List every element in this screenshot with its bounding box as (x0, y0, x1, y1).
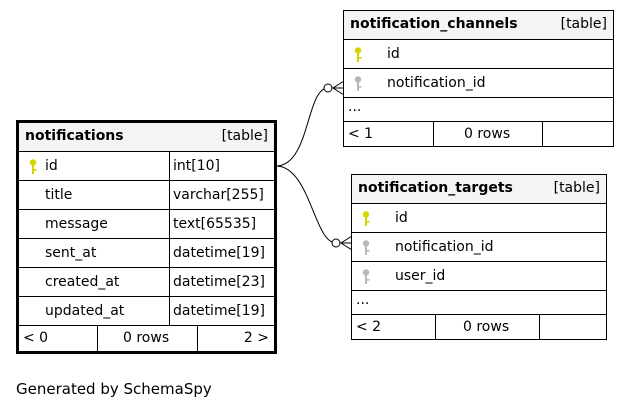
table-kind-label: [table] (560, 16, 607, 32)
primary-key-icon (354, 47, 362, 62)
more-columns-row: ... (352, 291, 606, 315)
table-footer: < 0 0 rows 2 > (19, 326, 274, 351)
children-count: 2 > (243, 330, 269, 346)
column-type: datetime[19] (173, 245, 265, 261)
column-row-id: id int[10] (19, 152, 274, 181)
column-type: datetime[23] (173, 274, 265, 290)
column-name: sent_at (45, 245, 97, 261)
parents-count: < 1 (348, 126, 374, 142)
row-count: 0 rows (123, 330, 170, 346)
column-type: varchar[255] (173, 187, 264, 203)
more-columns-row: ... (344, 98, 613, 122)
table-notification-targets[interactable]: notification_targets [table] id notifica… (351, 174, 607, 340)
row-count: 0 rows (463, 319, 510, 335)
column-name: message (45, 216, 108, 232)
column-row-created-at: created_at datetime[23] (19, 268, 274, 297)
edge-targets-crowfoot (340, 235, 353, 251)
column-type: datetime[19] (173, 303, 265, 319)
table-footer: < 1 0 rows (344, 122, 613, 146)
column-row-updated-at: updated_at datetime[19] (19, 297, 274, 326)
column-name: created_at (45, 274, 120, 290)
table-header: notification_targets [table] (352, 175, 606, 204)
column-name: id (387, 46, 400, 62)
table-header: notifications [table] (19, 123, 274, 152)
row-count: 0 rows (464, 126, 511, 142)
column-name: user_id (395, 268, 446, 284)
primary-key-icon (29, 159, 37, 174)
table-name: notification_channels (350, 16, 518, 32)
parents-count: < 0 (23, 330, 49, 346)
column-type: int[10] (173, 158, 220, 174)
table-kind-label: [table] (221, 128, 268, 144)
foreign-key-icon (362, 269, 370, 284)
table-notification-channels[interactable]: notification_channels [table] id notific… (343, 10, 614, 147)
table-name: notification_targets (358, 180, 513, 196)
column-name: updated_at (45, 303, 125, 319)
table-notifications[interactable]: notifications [table] id int[10] title v… (16, 120, 277, 354)
column-row-id: id (352, 204, 606, 233)
column-row-id: id (344, 40, 613, 69)
column-row-title: title varchar[255] (19, 181, 274, 210)
column-row-sent-at: sent_at datetime[19] (19, 239, 274, 268)
column-name: notification_id (395, 239, 494, 255)
column-type: text[65535] (173, 216, 257, 232)
more-columns-ellipsis: ... (356, 292, 370, 308)
table-kind-label: [table] (553, 180, 600, 196)
edge-channels-crowfoot (332, 80, 345, 96)
column-name: title (45, 187, 73, 203)
table-header: notification_channels [table] (344, 11, 613, 40)
more-columns-ellipsis: ... (348, 99, 362, 115)
column-name: notification_id (387, 75, 486, 91)
edge-channels-to-notifications (275, 87, 329, 167)
foreign-key-icon (354, 76, 362, 91)
column-row-user-id: user_id (352, 262, 606, 291)
generator-caption: Generated by SchemaSpy (16, 380, 212, 398)
edge-channels-optional-marker (323, 83, 333, 93)
column-row-message: message text[65535] (19, 210, 274, 239)
edge-targets-optional-marker (331, 238, 341, 248)
column-name: id (45, 158, 58, 174)
foreign-key-icon (362, 240, 370, 255)
table-footer: < 2 0 rows (352, 315, 606, 339)
column-row-notification-id: notification_id (352, 233, 606, 262)
column-row-notification-id: notification_id (344, 69, 613, 98)
primary-key-icon (362, 211, 370, 226)
parents-count: < 2 (356, 319, 382, 335)
edge-targets-to-notifications (275, 165, 337, 244)
table-name: notifications (25, 128, 124, 144)
column-name: id (395, 210, 408, 226)
